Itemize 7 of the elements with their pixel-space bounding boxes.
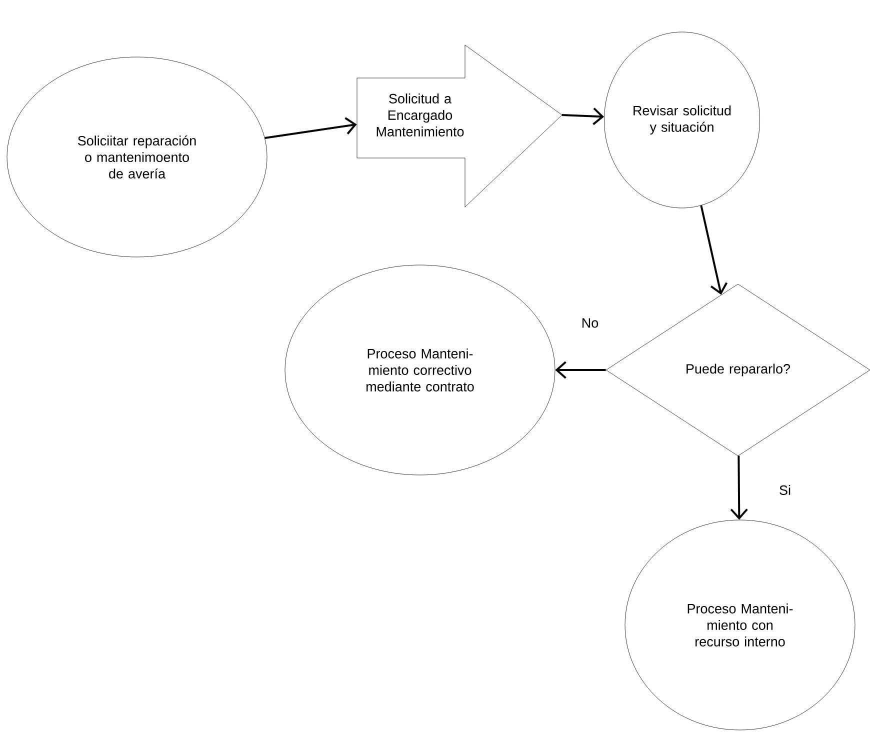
edge-label: Si — [778, 484, 792, 496]
arrow — [562, 108, 604, 126]
arrow — [555, 361, 606, 379]
arrow — [264, 117, 357, 139]
edge-label: No — [580, 317, 600, 329]
arrow — [700, 205, 728, 295]
arrow — [730, 456, 748, 520]
